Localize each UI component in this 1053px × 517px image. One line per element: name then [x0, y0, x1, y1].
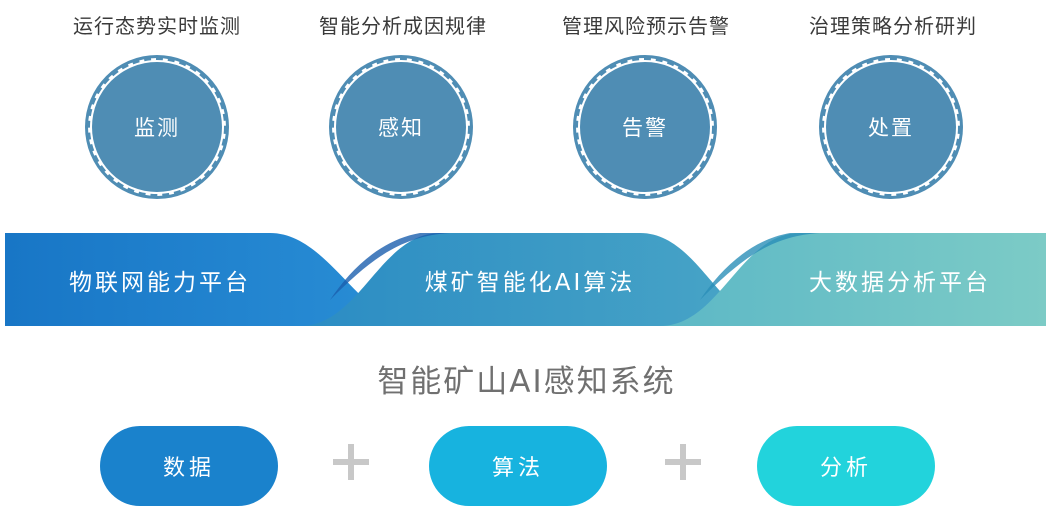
plus-icon: [663, 442, 703, 482]
band-label-bigdata: 大数据分析平台: [809, 270, 991, 296]
caption-monitor: 运行态势实时监测: [73, 14, 241, 38]
circle-disposal: 处置: [826, 62, 956, 192]
circle-alarm: 告警: [580, 62, 710, 192]
circle-label-disposal: 处置: [868, 116, 914, 140]
circle-label-monitor: 监测: [134, 116, 180, 140]
band-iot-shape: [5, 233, 420, 326]
circle-perception: 感知: [336, 62, 466, 192]
pill-algorithm: 算法: [429, 426, 607, 506]
pill-analysis: 分析: [757, 426, 935, 506]
circle-label-alarm: 告警: [622, 116, 668, 140]
pill-label-algorithm: 算法: [491, 456, 544, 481]
ring-disposal: [820, 56, 962, 198]
caption-alarm: 管理风险预示告警: [562, 14, 730, 38]
ring-monitor: [86, 56, 228, 198]
band-twist-left: [330, 233, 450, 300]
pill-data: 数据: [100, 426, 278, 506]
band-label-iot: 物联网能力平台: [69, 270, 251, 296]
band-twist-right: [700, 233, 820, 300]
caption-disposal: 治理策略分析研判: [809, 14, 977, 38]
system-title: 智能矿山AI感知系统: [377, 364, 676, 400]
caption-perception: 智能分析成因规律: [319, 14, 487, 38]
pill-label-data: 数据: [162, 456, 215, 481]
band-label-algorithm: 煤矿智能化AI算法: [424, 270, 636, 296]
ring-perception: [330, 56, 472, 198]
circle-label-perception: 感知: [378, 116, 424, 140]
circle-monitor: 监测: [92, 62, 222, 192]
band-algorithm-shape: [300, 233, 780, 326]
ring-alarm: [574, 56, 716, 198]
plus-icon: [331, 442, 371, 482]
pill-label-analysis: 分析: [819, 456, 872, 481]
band-bigdata-shape: [660, 233, 1046, 326]
